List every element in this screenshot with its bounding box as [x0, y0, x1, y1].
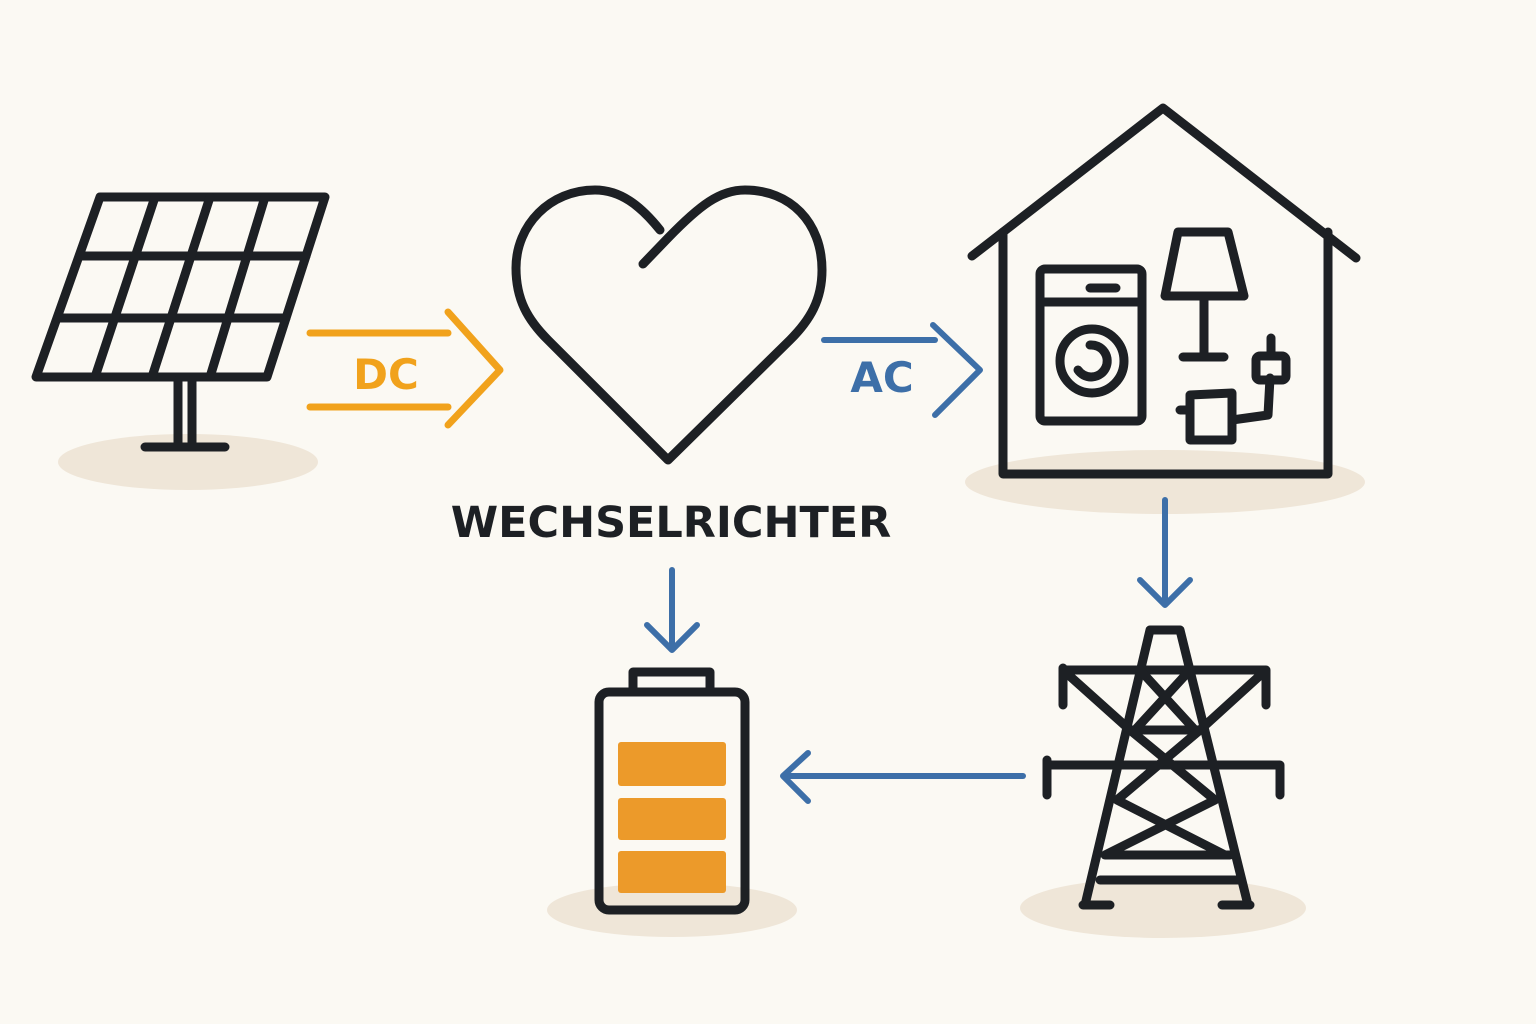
ac-arrow-icon — [821, 322, 983, 418]
lamp-icon — [1160, 227, 1249, 362]
plug-icon — [1175, 373, 1275, 445]
power-pylon-icon — [1042, 625, 1285, 910]
left-arrow-icon — [780, 750, 1026, 804]
dc-label: DC — [353, 350, 419, 399]
pylon-shadow — [1020, 878, 1306, 938]
solar-shadow — [58, 434, 318, 490]
inverter-label: WECHSELRICHTER — [451, 498, 892, 548]
dc-arrow-icon — [306, 308, 504, 429]
battery-icon — [594, 667, 750, 915]
washing-machine-icon — [1035, 264, 1147, 426]
ac-label: AC — [850, 353, 913, 402]
down-arrow-icon — [644, 567, 700, 653]
battery-charge-bar — [618, 798, 726, 840]
solar-panel-icon — [31, 192, 330, 452]
down-arrow-icon — [1137, 497, 1193, 608]
house-shadow — [965, 450, 1365, 514]
battery-charge-bar — [618, 851, 726, 893]
inverter-heart-icon — [511, 185, 827, 465]
house-icon — [967, 103, 1361, 479]
battery-charge-bar — [618, 742, 726, 786]
